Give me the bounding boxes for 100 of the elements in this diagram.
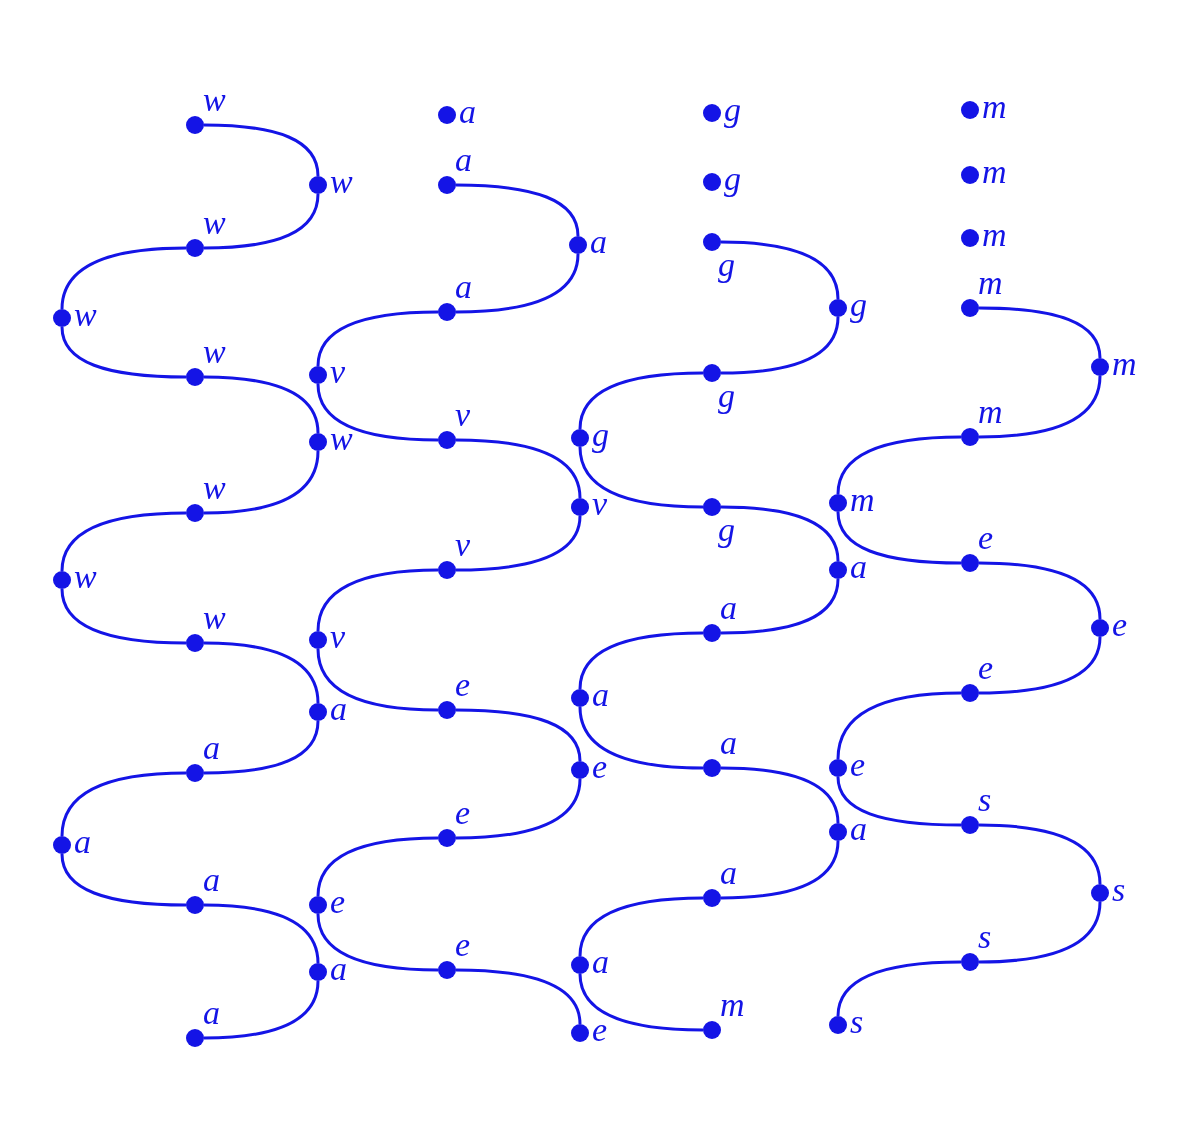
curved-line (836, 691, 962, 760)
dot (309, 176, 327, 194)
dot (571, 429, 589, 447)
dot (438, 701, 456, 719)
letter-label: a (330, 952, 347, 986)
letter-label: s (978, 783, 992, 817)
letter-label: e (978, 651, 994, 685)
letter-label: g (850, 288, 867, 322)
curved-line (455, 778, 582, 840)
dot (703, 104, 721, 122)
curved-line (316, 310, 439, 367)
letter-label: a (720, 591, 737, 625)
dot (961, 166, 979, 184)
letter-label: w (203, 206, 226, 240)
dot (703, 173, 721, 191)
letter-label: a (459, 95, 476, 129)
dot (571, 498, 589, 516)
curved-line (60, 326, 187, 379)
dot (703, 498, 721, 516)
curved-line (720, 766, 840, 824)
letter-label: e (592, 750, 608, 784)
curved-line (578, 706, 704, 770)
dot (309, 631, 327, 649)
letter-label: e (592, 1013, 608, 1047)
letter-label: a (850, 550, 867, 584)
dot (309, 366, 327, 384)
letter-label: m (982, 90, 1007, 124)
letter-label: g (724, 93, 741, 127)
dot (309, 896, 327, 914)
dot (186, 764, 204, 782)
dot (571, 689, 589, 707)
dot (961, 299, 979, 317)
dot (703, 889, 721, 907)
dot (961, 684, 979, 702)
curved-line (60, 771, 187, 837)
letter-label: g (592, 418, 609, 452)
curved-line (203, 720, 320, 775)
dot (703, 233, 721, 251)
curved-line (203, 193, 320, 250)
curved-line (978, 561, 1102, 620)
letter-label: e (330, 885, 346, 919)
letter-label: v (330, 620, 346, 654)
letter-label: g (718, 513, 735, 547)
curved-line (203, 123, 320, 177)
letter-label: s (1112, 873, 1126, 907)
curved-line (720, 240, 840, 300)
letter-label: s (978, 920, 992, 954)
letter-label: e (978, 521, 994, 555)
curved-line (60, 511, 187, 572)
curved-line (203, 980, 320, 1040)
curved-line (578, 973, 704, 1032)
letter-label: v (592, 487, 608, 521)
dot (53, 309, 71, 327)
curved-line (203, 375, 320, 434)
letter-label: a (455, 270, 472, 304)
curved-line (836, 435, 962, 495)
dot (571, 956, 589, 974)
curved-line (720, 505, 840, 562)
letter-label: m (982, 218, 1007, 252)
dot (186, 504, 204, 522)
dot (961, 554, 979, 572)
letter-label: w (330, 422, 353, 456)
letter-label: m (720, 988, 745, 1022)
letter-label: e (1112, 608, 1128, 642)
curved-line (578, 371, 704, 430)
curved-line (316, 836, 439, 897)
letter-label: a (590, 225, 607, 259)
curved-line (316, 648, 439, 712)
letter-label: a (330, 692, 347, 726)
curved-line (455, 253, 580, 314)
dot (53, 836, 71, 854)
curved-line (720, 316, 840, 375)
letter-label: g (718, 248, 735, 282)
dot (438, 829, 456, 847)
letter-label: v (455, 528, 471, 562)
curved-line (978, 901, 1102, 964)
curved-line (455, 438, 582, 499)
curved-line (316, 568, 439, 632)
letter-label: w (74, 298, 97, 332)
dot (961, 229, 979, 247)
dot (438, 106, 456, 124)
letter-label: a (74, 825, 91, 859)
letter-label: w (203, 471, 226, 505)
curved-line (578, 446, 704, 509)
dot (438, 303, 456, 321)
curved-line (720, 578, 840, 635)
curved-line (60, 246, 187, 310)
letter-label: m (850, 483, 875, 517)
dot (961, 101, 979, 119)
dot (53, 571, 71, 589)
letter-label: g (718, 379, 735, 413)
dot (1091, 358, 1109, 376)
curved-line (203, 450, 320, 515)
dot (309, 703, 327, 721)
dot (703, 364, 721, 382)
curved-line (203, 903, 320, 964)
dot (829, 1016, 847, 1034)
dot (186, 116, 204, 134)
dot (186, 896, 204, 914)
curved-line (316, 913, 439, 972)
